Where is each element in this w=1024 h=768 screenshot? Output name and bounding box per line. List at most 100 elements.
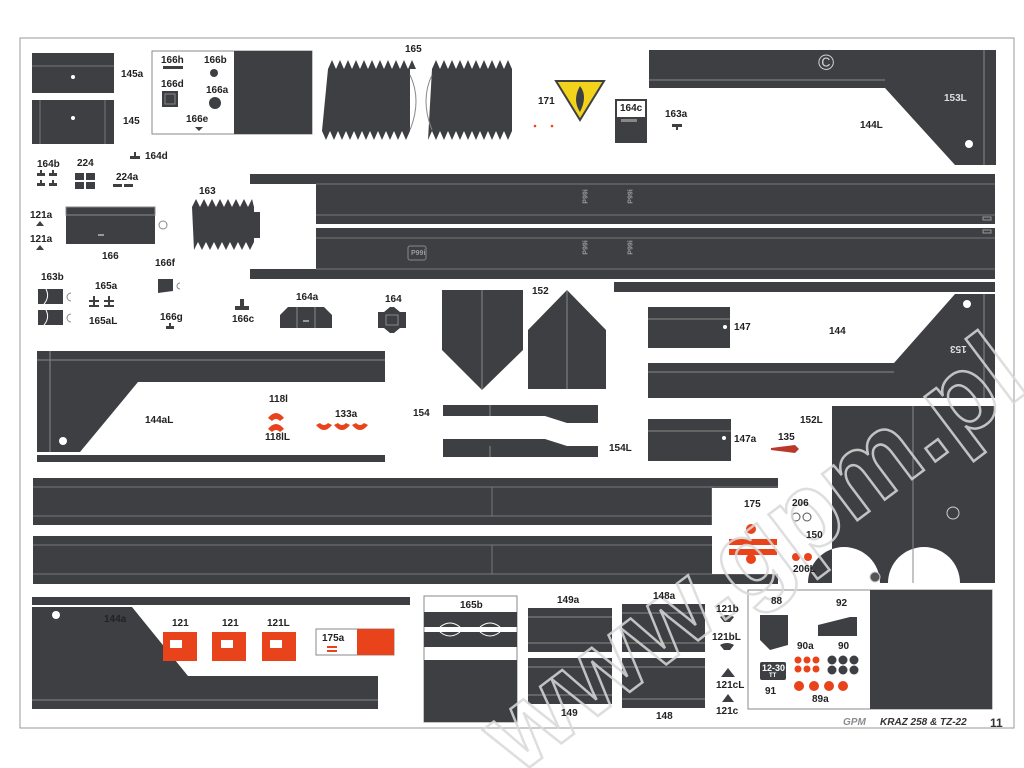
part-label: 148a	[653, 591, 676, 602]
part-166g	[166, 326, 174, 329]
mark	[98, 234, 104, 236]
part-label: 206	[792, 498, 809, 509]
part-label: 166	[102, 251, 119, 262]
stencil-text: P99i	[627, 189, 635, 204]
part-224a	[113, 184, 133, 187]
part-154L	[443, 439, 598, 457]
part-166f-hook	[176, 282, 181, 290]
part-frame-notch	[712, 488, 778, 574]
part-label: 166d	[161, 79, 184, 90]
part-166b	[210, 69, 218, 77]
part-label: 166e	[186, 114, 209, 125]
label-box	[617, 101, 645, 117]
hole-mark	[722, 436, 726, 440]
part-label: 152	[532, 286, 549, 297]
part-175-dot	[746, 524, 756, 534]
part-165b-base	[424, 660, 517, 722]
part-label: 144aL	[145, 415, 174, 426]
part-label: 150	[806, 530, 823, 541]
part-121bL	[720, 643, 734, 650]
part-label: 121b	[716, 604, 739, 615]
part-149a	[528, 608, 612, 652]
part-label: 153	[950, 343, 967, 354]
part-144a-rim	[32, 597, 410, 605]
part-label: 121cL	[716, 680, 745, 691]
part-label: 175a	[322, 633, 345, 644]
part-164d-stem	[134, 152, 136, 156]
part-121a-2	[36, 245, 44, 250]
part-152L	[808, 406, 995, 583]
part-label: 166b	[204, 55, 227, 66]
hole-mark	[723, 325, 727, 329]
part-label: 166f	[155, 258, 176, 269]
part-164d	[130, 156, 140, 159]
part-163-tab	[254, 212, 260, 238]
part-label: 224	[77, 158, 94, 169]
part-133a-3	[352, 423, 368, 430]
fold-line	[43, 309, 49, 326]
part-strip-bottom	[250, 228, 995, 279]
stencil-text: P99i	[582, 189, 590, 204]
stencil-box	[407, 245, 427, 261]
part-label: 144L	[860, 120, 883, 131]
part-166c	[235, 306, 249, 310]
part-label: 90a	[797, 641, 814, 652]
hole-mark	[52, 611, 60, 619]
part-166	[66, 207, 155, 244]
part-90a	[794, 656, 820, 673]
part-label: 164	[385, 294, 402, 305]
page-number: 11	[990, 716, 1003, 730]
footer-title: KRAZ 258 & TZ-22	[880, 717, 967, 728]
dot-mark	[533, 124, 537, 128]
part-118l-bottom	[268, 424, 284, 432]
part-121-1	[163, 632, 197, 661]
part-164	[378, 312, 406, 328]
part-label: 121	[172, 618, 189, 629]
part-166d-inner	[164, 93, 176, 105]
part-label: 165a	[95, 281, 118, 292]
part-label: 121a	[30, 210, 53, 221]
part-label: 148	[656, 711, 673, 722]
part-206-ring-2	[802, 512, 812, 522]
part-166-panel	[234, 51, 312, 134]
flame-icon	[576, 86, 584, 112]
part-148	[622, 658, 705, 708]
part-147	[648, 307, 730, 348]
hole-mark	[71, 116, 75, 120]
part-92	[818, 617, 857, 636]
hook-icon	[66, 292, 72, 302]
fold-line	[65, 206, 156, 216]
stencil-text: P99i	[582, 240, 590, 255]
stencil-text: P99i	[627, 240, 635, 255]
fold-line	[409, 74, 417, 131]
hole-mark	[965, 140, 973, 148]
part-89a	[794, 681, 848, 691]
part-166g-stem	[169, 323, 171, 326]
part-165-left	[322, 60, 416, 140]
part-144aL-rim	[37, 455, 385, 462]
part-label: 165aL	[89, 316, 118, 327]
part-121c	[722, 694, 734, 702]
part-label: 144a	[104, 614, 127, 625]
part-label: 171	[538, 96, 555, 107]
part-label: 166c	[232, 314, 255, 325]
part-frame-top	[33, 478, 778, 525]
part-166d	[162, 91, 178, 107]
part-118l-top	[268, 413, 284, 421]
part-144-rim	[614, 282, 995, 292]
part-121b	[720, 615, 734, 622]
part-label: 164c	[620, 103, 643, 114]
plate-text: 12-30	[762, 663, 786, 673]
part-label: 118l	[269, 394, 288, 405]
part-label: 224a	[116, 172, 139, 183]
part-label: 163	[199, 186, 216, 197]
part-panel-88-92	[870, 590, 992, 709]
part-133a-1	[316, 423, 332, 430]
part-145a	[32, 53, 114, 93]
part-label: 164b	[37, 159, 60, 170]
part-label: 154L	[609, 443, 632, 454]
part-label: 118lL	[265, 432, 291, 443]
part-121L	[262, 632, 296, 661]
part-206L-dot-1	[792, 553, 800, 561]
part-label: 175	[744, 499, 761, 510]
